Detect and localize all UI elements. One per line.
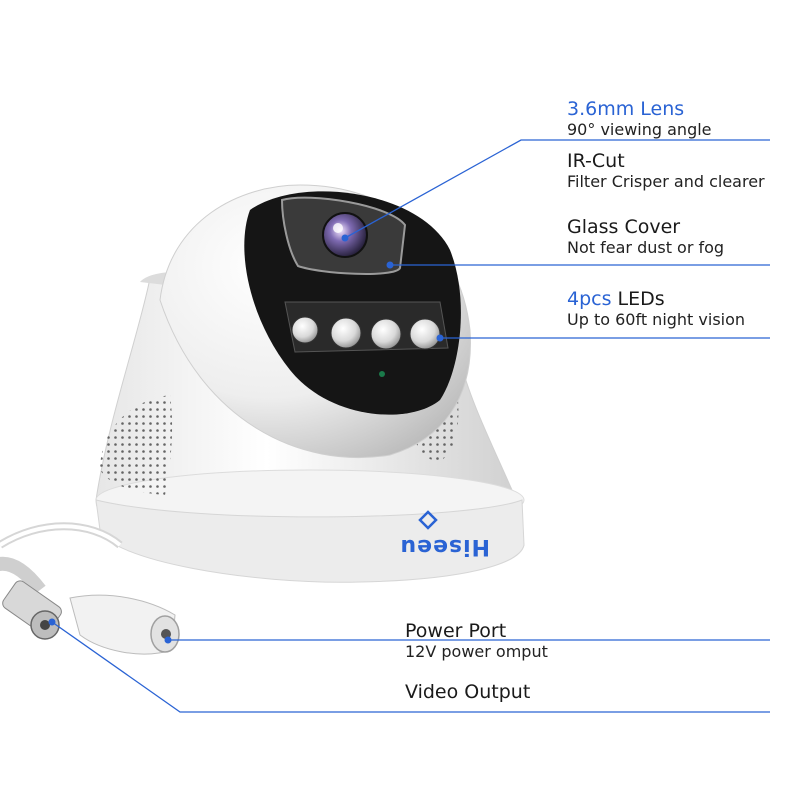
callout-power: Power Port 12V power omput	[405, 620, 548, 662]
callout-power-sub: 12V power omput	[405, 642, 548, 661]
callout-glass: Glass Cover Not fear dust or fog	[567, 216, 724, 258]
callout-glass-title: Glass Cover	[567, 216, 681, 238]
callout-video: Video Output	[405, 681, 530, 703]
leds	[291, 316, 441, 350]
callout-power-title: Power Port	[405, 620, 507, 642]
callout-leds-count: 4pcs	[567, 288, 612, 310]
cable	[0, 522, 180, 655]
callout-video-title: Video Output	[405, 681, 531, 703]
brand-logo-text: Hiseeu	[399, 534, 490, 559]
led-strip	[284, 301, 449, 353]
camera-dome	[159, 184, 471, 459]
callout-lens: 3.6mm Lens 90° viewing angle	[567, 98, 712, 140]
sensor-dot	[379, 371, 385, 377]
callout-leds-title: 4pcs LEDs	[567, 288, 745, 310]
callout-leds-label: LEDs	[611, 288, 665, 310]
power-connector	[69, 594, 180, 655]
callout-lens-title: 3.6mm Lens	[567, 98, 685, 120]
callout-ircut: IR-Cut Filter Crisper and clearer	[567, 150, 765, 192]
callout-glass-sub: Not fear dust or fog	[567, 238, 725, 257]
led-2	[330, 317, 362, 349]
callout-lens-sub: 90° viewing angle	[567, 120, 712, 139]
line-video	[51, 621, 770, 713]
line-lens	[344, 139, 770, 239]
brand-logo: Hiseeu	[399, 534, 490, 559]
led-3	[370, 318, 402, 350]
callout-leds-sub: Up to 60ft night vision	[567, 310, 746, 329]
callout-ircut-title: IR-Cut	[567, 150, 625, 172]
video-connector	[2, 580, 62, 640]
callout-ircut-sub: Filter Crisper and clearer	[567, 172, 765, 191]
led-1	[291, 316, 319, 344]
callout-leds: 4pcs LEDs Up to 60ft night vision	[567, 288, 745, 330]
callout-lines	[48, 139, 770, 713]
led-4	[409, 318, 441, 350]
vent-holes-left	[100, 395, 173, 495]
brand-logo-mark	[418, 510, 438, 530]
